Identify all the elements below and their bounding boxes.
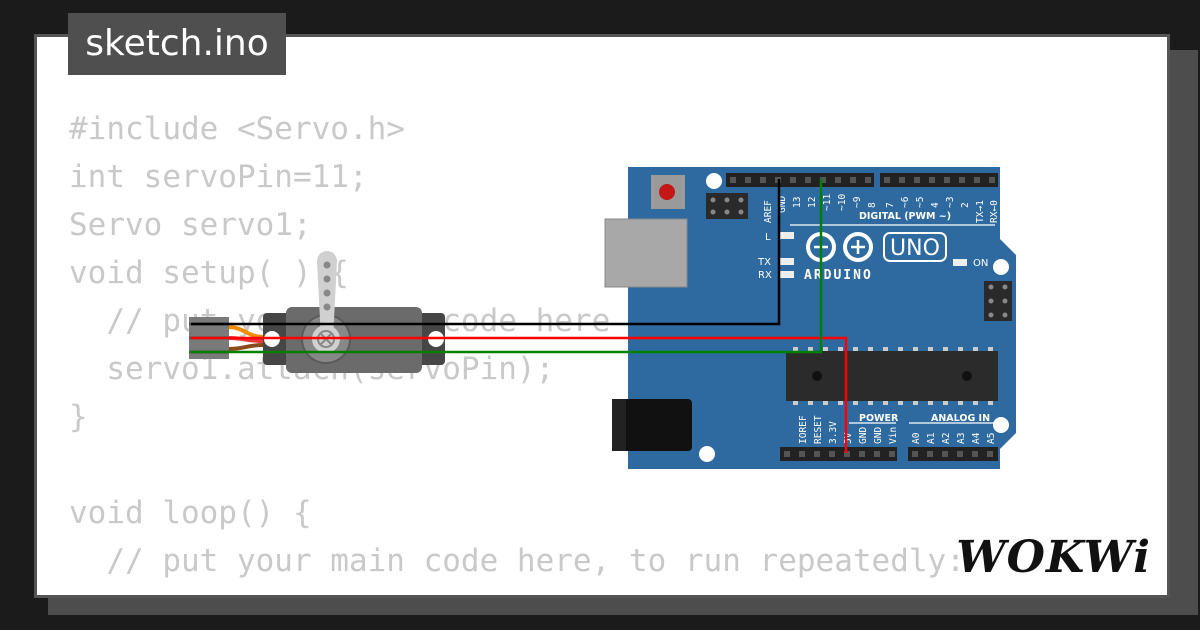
led-on [953,259,967,266]
led-on-label: ON [973,258,988,269]
led-l-label: L [765,232,771,243]
digital-header-low [880,173,998,187]
power-pin-label: GND [858,427,869,444]
power-pin-label: Vin [888,427,899,444]
analog-pin-label: A1 [926,432,937,444]
power-pin-label: GND [873,427,884,444]
analog-label: ANALOG IN [931,413,990,424]
wire-signal[interactable] [191,179,823,354]
pin-label: ~5 [915,197,926,208]
circuit-diagram: AREF GND 13 12 ~11 ~10 ~9 8 7 ~6 ~5 4 ~3… [189,167,1016,469]
pin-label: GND [777,196,788,213]
pin-label: ~11 [822,194,833,211]
pin-label: ~3 [945,197,956,208]
digital-label: DIGITAL (PWM ~) [859,211,951,222]
board-model: UNO [890,236,940,261]
arduino-uno-board[interactable]: AREF GND 13 12 ~11 ~10 ~9 8 7 ~6 ~5 4 ~3… [604,167,1016,469]
file-tab[interactable]: sketch.ino [68,13,286,75]
pin-label: RX←0 [989,200,1000,223]
led-tx-label: TX [757,257,771,268]
pin-label: 13 [792,197,803,208]
power-jack [612,399,692,451]
power-pin-label: IOREF [798,415,809,444]
power-header [780,447,897,461]
icsp-header-right [984,281,1012,321]
usb-connector [604,218,688,288]
servo-motor[interactable] [189,251,445,373]
preview-card: #include <Servo.h> int servoPin=11; Servo … [34,34,1170,598]
led-rx [780,271,794,278]
code-line-4: void setup( ) { [69,255,349,291]
code-line-3: Servo servo1; [69,207,312,243]
analog-pin-label: A2 [941,433,952,444]
analog-header [908,447,998,461]
pin-label: ~6 [900,196,911,208]
pin-label: 4 [930,202,941,208]
code-line-2: int servoPin=11; [69,159,368,195]
digital-header-high [726,173,874,187]
pin-label: 2 [960,202,971,208]
pin-label: AREF [763,200,774,223]
mounting-hole [993,417,1009,433]
code-line-10: // put your main code here, to run repea… [69,543,965,579]
mounting-hole [993,259,1009,275]
pin-label: 12 [807,197,818,208]
wire-5v[interactable] [191,336,848,453]
uno-badge [883,232,947,262]
code-line-11: servo1.write(0); [69,585,965,595]
mounting-hole [706,173,722,189]
code-line-9: void loop() { [69,495,312,531]
power-pin-label: RESET [813,415,824,444]
analog-pin-label: A5 [986,433,997,444]
code-line-1: #include <Servo.h> [69,111,405,147]
servo-wire-signal [228,325,264,339]
pin-label: 7 [885,202,896,208]
analog-pin-label: A4 [971,432,982,444]
led-tx [780,258,794,265]
power-pin-label: 3.3V [828,421,839,444]
pin-label: 8 [867,202,878,208]
power-label: POWER [859,413,899,424]
wire-gnd[interactable] [191,179,781,326]
pin-label: ~9 [852,196,863,208]
led-l [780,232,794,239]
code-line-7: } [69,399,88,435]
pin-label: ~10 [837,194,848,211]
icsp-header [706,193,748,219]
power-pin-label: 5V [843,432,854,444]
analog-pin-label: A0 [911,432,922,444]
mounting-hole [699,446,715,462]
analog-pin-label: A3 [956,433,967,444]
servo-wire-gnd [228,343,264,351]
pin-label: TX→1 [975,200,986,223]
wokwi-logo: WOKWi [956,532,1151,583]
led-rx-label: RX [758,270,772,281]
board-brand: ARDUINO [804,268,873,283]
